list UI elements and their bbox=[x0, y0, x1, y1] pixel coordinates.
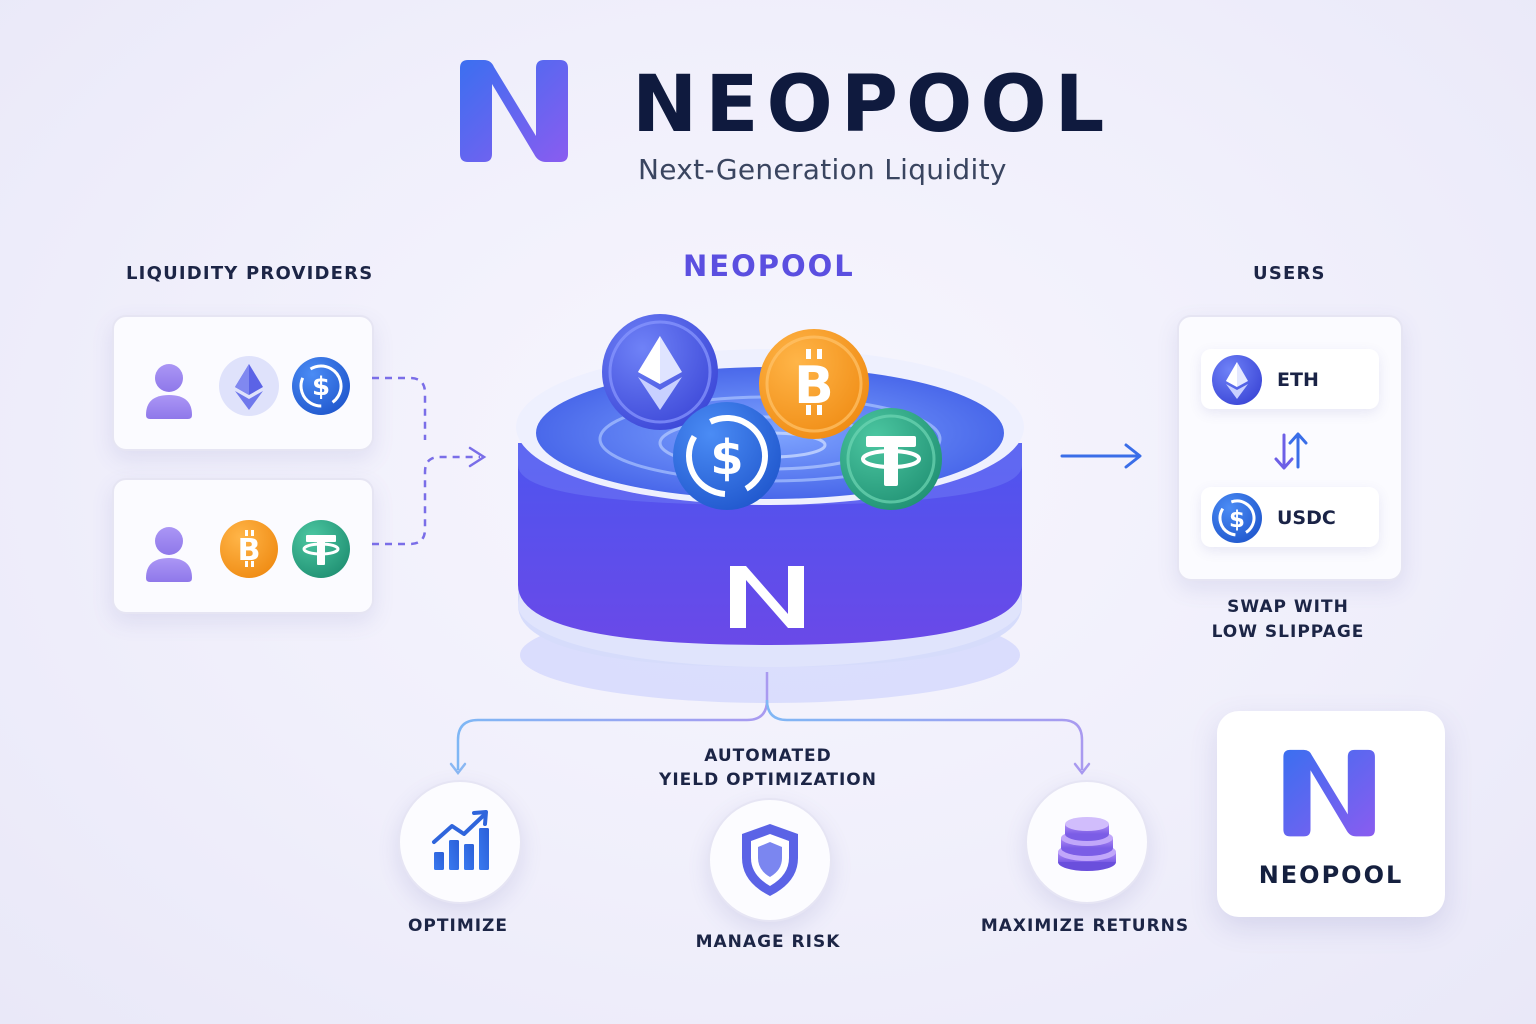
swap-caption-line2: LOW SLIPPAGE bbox=[1211, 622, 1365, 642]
token-row-eth[interactable]: ETH bbox=[1201, 349, 1379, 409]
bar-chart-icon bbox=[432, 810, 489, 870]
optimize-label: OPTIMIZE bbox=[407, 916, 508, 936]
svg-text:B: B bbox=[794, 356, 834, 416]
coin-stack-icon bbox=[1058, 817, 1116, 871]
token-row-usdc[interactable]: $ USDC bbox=[1201, 487, 1379, 547]
neopool-logo-card: NEOPOOL bbox=[1217, 711, 1445, 917]
usdc-coin-icon: $ bbox=[673, 402, 781, 510]
eth-coin-icon bbox=[602, 314, 718, 430]
yield-branch-lines bbox=[449, 672, 1091, 776]
n-logo-icon bbox=[1283, 749, 1375, 837]
liquidity-providers-title: LIQUIDITY PROVIDERS bbox=[126, 263, 374, 284]
user-icon bbox=[146, 364, 192, 419]
eth-icon bbox=[219, 356, 279, 416]
brand-tagline: Next-Generation Liquidity bbox=[638, 153, 1007, 186]
swap-caption-line1: SWAP WITH bbox=[1227, 597, 1349, 617]
brand-name: NEOPOOL bbox=[632, 60, 1113, 150]
usdt-coin-icon bbox=[840, 408, 942, 510]
svg-text:$: $ bbox=[1229, 507, 1245, 533]
maximize-returns-button[interactable] bbox=[1025, 780, 1149, 904]
provider-card-2[interactable]: B bbox=[112, 478, 374, 614]
n-badge-icon bbox=[730, 566, 804, 628]
yield-title-line1: AUTOMATED bbox=[704, 746, 832, 766]
svg-text:B: B bbox=[238, 533, 261, 568]
svg-text:$: $ bbox=[710, 430, 743, 486]
optimize-button[interactable] bbox=[398, 780, 522, 904]
svg-text:$: $ bbox=[312, 372, 330, 402]
swap-arrows-icon bbox=[1274, 432, 1308, 470]
token-symbol-usdc: USDC bbox=[1277, 507, 1336, 529]
provider-card-1[interactable]: $ bbox=[112, 315, 374, 451]
provider-connector-lines bbox=[372, 376, 487, 546]
yield-title-line2: YIELD OPTIMIZATION bbox=[659, 770, 877, 790]
maximize-returns-label: MAXIMIZE RETURNS bbox=[980, 916, 1190, 936]
swap-card[interactable]: ETH $ USDC bbox=[1177, 315, 1403, 581]
btc-icon: B bbox=[220, 520, 278, 578]
n-logo-icon bbox=[460, 60, 568, 162]
usdc-icon: $ bbox=[1212, 493, 1262, 543]
usdt-icon bbox=[292, 520, 350, 578]
usdc-icon: $ bbox=[292, 357, 350, 415]
users-title: USERS bbox=[1253, 263, 1326, 284]
logo-card-label: NEOPOOL bbox=[1258, 861, 1404, 889]
btc-coin-icon: B bbox=[759, 329, 869, 439]
pool-title: NEOPOOL bbox=[683, 249, 855, 283]
manage-risk-button[interactable] bbox=[708, 798, 832, 922]
pool-to-users-arrow bbox=[1060, 443, 1142, 469]
manage-risk-label: MANAGE RISK bbox=[695, 932, 841, 952]
user-icon bbox=[146, 527, 192, 582]
eth-icon bbox=[1212, 355, 1262, 405]
shield-icon bbox=[742, 824, 798, 896]
token-symbol-eth: ETH bbox=[1277, 369, 1319, 391]
